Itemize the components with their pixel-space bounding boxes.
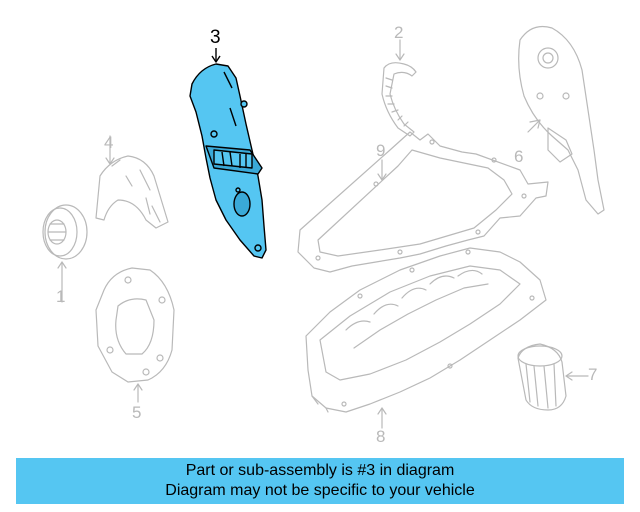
callout-7: 7: [588, 365, 598, 384]
part-8-oil-pan: [305, 247, 547, 429]
caption-line-2: Diagram may not be specific to your vehi…: [165, 482, 475, 499]
callout-4: 4: [104, 133, 114, 152]
caption-banner: Part or sub-assembly is #3 in diagram Di…: [16, 458, 624, 504]
part-1-pulley: [42, 204, 88, 303]
callout-1: 1: [56, 287, 66, 306]
part-7-filter: [517, 343, 589, 411]
part-9-gasket: [297, 131, 549, 273]
caption-line-1: Part or sub-assembly is #3 in diagram: [185, 462, 455, 479]
callout-9: 9: [376, 141, 386, 160]
part-5-plate: [95, 267, 175, 403]
callout-2: 2: [394, 23, 404, 42]
callout-6: 6: [514, 147, 524, 166]
callout-8: 8: [376, 427, 386, 446]
part-6-cover: [518, 25, 605, 215]
callout-3: 3: [210, 27, 221, 48]
part-2-belt: [381, 39, 417, 137]
callout-5: 5: [132, 403, 142, 422]
parts-diagram: [42, 25, 605, 429]
part-4-cover: [95, 135, 169, 229]
part-3-timing-cover: [189, 48, 267, 259]
